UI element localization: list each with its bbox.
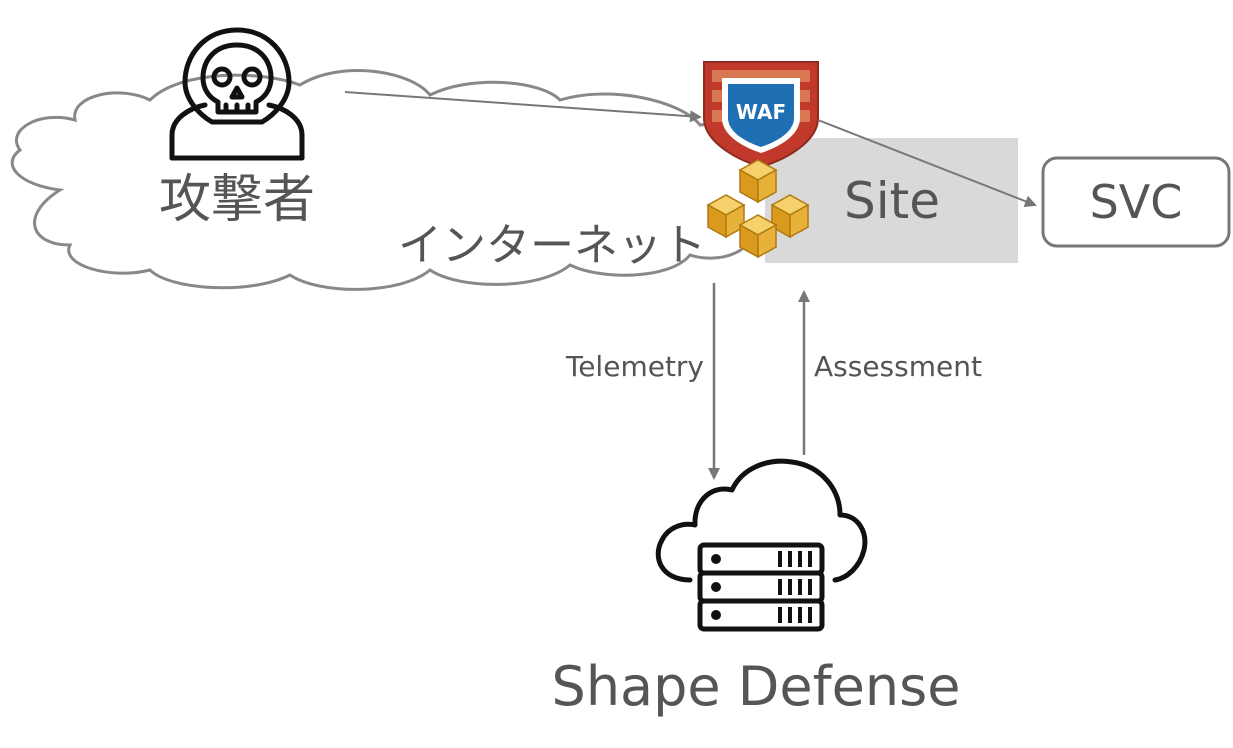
forward-arrow xyxy=(817,119,1037,207)
internet-label: インターネット xyxy=(398,220,706,271)
waf-badge-label: WAF xyxy=(736,100,786,124)
svc-box xyxy=(1041,156,1231,248)
attacker-label: 攻撃者 xyxy=(159,170,315,230)
gold-cubes-icon xyxy=(706,159,810,259)
waf-shield-icon: WAF xyxy=(703,61,819,169)
cloud-server-icon xyxy=(655,458,868,632)
telemetry-label: Telemetry xyxy=(565,350,704,383)
site-box xyxy=(765,138,1018,263)
attack-arrow xyxy=(344,91,702,123)
shape-defense-label: Shape Defense xyxy=(552,655,961,718)
hooded-skull-icon xyxy=(169,27,305,161)
assessment-label: Assessment xyxy=(814,350,982,383)
svc-label: SVC xyxy=(1090,175,1183,229)
site-label: Site xyxy=(844,172,940,230)
